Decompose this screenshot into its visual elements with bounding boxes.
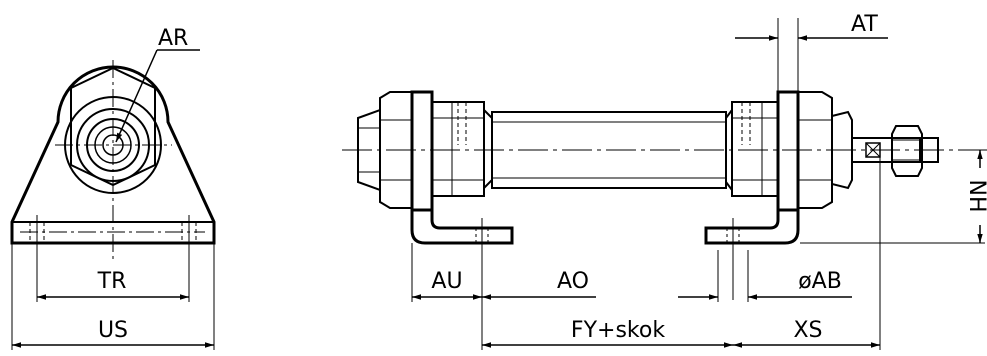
label-ao: AO	[557, 269, 589, 294]
right-nut	[797, 91, 833, 209]
label-at: AT	[851, 12, 878, 37]
rod-thread	[921, 137, 939, 163]
front-view	[10, 49, 216, 350]
label-au: AU	[431, 269, 462, 294]
label-ab: øAB	[798, 269, 842, 294]
left-bracket-plate	[410, 90, 434, 212]
right-bracket-foot	[704, 210, 800, 245]
right-bracket-plate	[776, 90, 800, 212]
label-nh: NH	[964, 180, 987, 213]
label-ar: AR	[158, 26, 188, 51]
piston-rod	[851, 137, 921, 163]
right-head	[731, 101, 779, 197]
label-us: US	[98, 318, 128, 343]
side-view	[342, 18, 987, 350]
right-step	[831, 110, 853, 190]
label-fy: FY+skok	[571, 318, 665, 343]
bracket-outline	[10, 65, 216, 245]
label-tr: TR	[97, 269, 127, 294]
left-bracket-foot	[410, 210, 514, 245]
barrel	[491, 111, 727, 189]
label-xs: XS	[793, 318, 822, 343]
rod-nut	[891, 125, 923, 177]
